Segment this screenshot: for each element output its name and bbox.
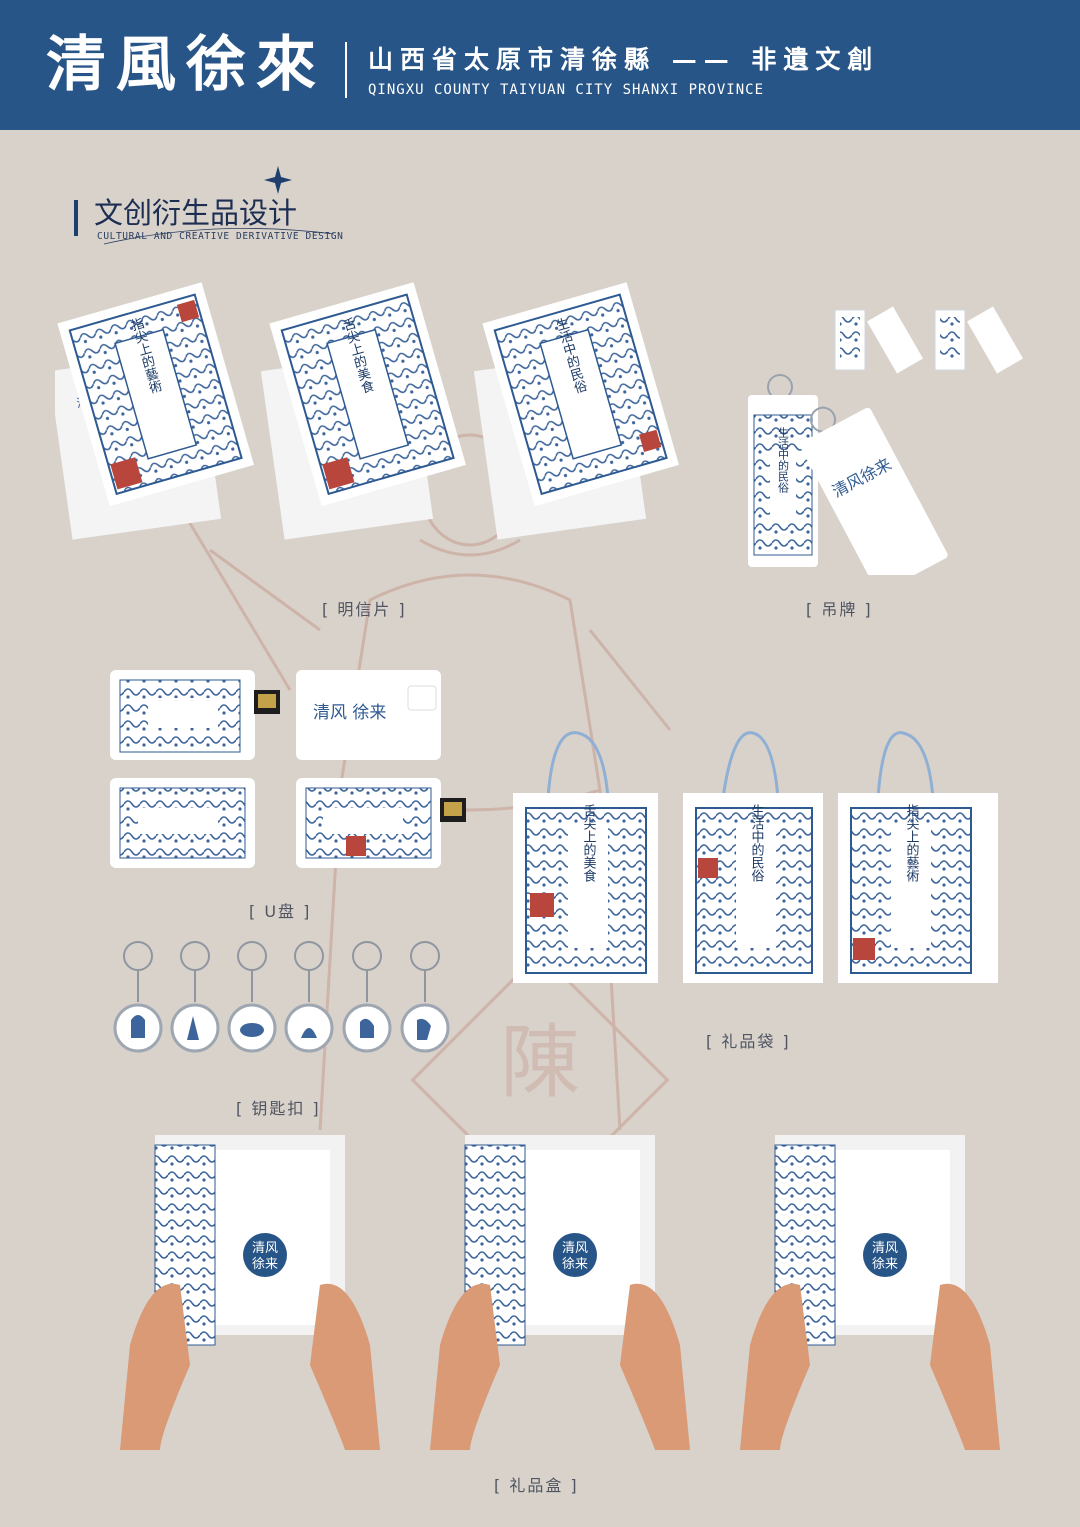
gift-box-2: 清风 徐来 bbox=[429, 1135, 691, 1450]
hang-tags-mockup: 生活中的民俗 清风徐来 bbox=[748, 306, 1023, 575]
gift-bag-2: 生活中的民俗 bbox=[683, 731, 823, 983]
box-seal-3-line2: 徐来 bbox=[872, 1257, 898, 1272]
gift-boxes-mockup: 清风 徐来 清风 徐来 清风 徐来 bbox=[120, 1135, 1001, 1450]
keychains-mockup bbox=[113, 941, 450, 1053]
caption-bags: [ 礼品袋 ] bbox=[706, 1032, 791, 1051]
svg-text:陳: 陳 bbox=[500, 1016, 580, 1109]
small-tags bbox=[834, 306, 1023, 374]
header-banner: 清風徐來 山西省太原市清徐縣 —— 非遺文創 QINGXU COUNTY TAI… bbox=[0, 0, 1080, 130]
header-subtitle-en: QINGXU COUNTY TAIYUAN CITY SHANXI PROVIN… bbox=[368, 82, 765, 98]
section-subtitle: CULTURAL AND CREATIVE DERIVATIVE DESIGN bbox=[97, 231, 344, 242]
postcard-set-3: 生活中的民俗 bbox=[473, 282, 679, 540]
bag-title-2: 生活中的民俗 bbox=[749, 804, 765, 882]
large-tag-logo: 清风徐来 bbox=[799, 406, 948, 575]
box-seal-1-line1: 清风 bbox=[252, 1241, 278, 1256]
usb-card-4 bbox=[296, 778, 466, 868]
caption-postcards: [ 明信片 ] bbox=[322, 600, 407, 619]
usb-card-1 bbox=[110, 670, 280, 760]
gift-bags-mockup: 舌尖上的美食 生活中的民俗 指尖上的藝術 bbox=[513, 731, 998, 983]
caption-usb: [ U盘 ] bbox=[249, 902, 312, 921]
background-figure-illustration: 陳 bbox=[170, 433, 672, 1190]
gift-box-3: 清风 徐来 bbox=[739, 1135, 1001, 1450]
gift-box-1: 清风 徐来 bbox=[120, 1135, 381, 1450]
box-seal-3-line1: 清风 bbox=[872, 1241, 898, 1256]
bag-title-1: 舌尖上的美食 bbox=[581, 804, 597, 882]
box-seal-1-line2: 徐来 bbox=[252, 1257, 278, 1272]
brand-title: 清風徐來 bbox=[46, 30, 326, 100]
caption-boxes: [ 礼品盒 ] bbox=[494, 1476, 579, 1495]
box-seal-2-line1: 清风 bbox=[562, 1241, 588, 1256]
postcard-set-2: 舌尖上的美食 bbox=[260, 282, 466, 540]
postcards-mockup: 清风徐来 指尖上的藝術 舌尖上的美食 生活中的民俗 bbox=[55, 282, 679, 540]
usb-logo-text: 清风 徐来 bbox=[313, 703, 386, 723]
section-title: 文创衍生品设计 bbox=[94, 196, 298, 230]
tag-series-title: 生活中的民俗 bbox=[777, 426, 790, 494]
usb-cards-mockup: 清风 徐来 bbox=[110, 670, 466, 868]
box-seal-2-line2: 徐来 bbox=[562, 1257, 588, 1272]
header-subtitle-cn: 山西省太原市清徐縣 —— 非遺文創 bbox=[368, 45, 880, 74]
gift-bag-1: 舌尖上的美食 bbox=[513, 731, 658, 983]
section-accent-bar bbox=[74, 200, 78, 236]
sparkle-icon bbox=[103, 166, 335, 245]
caption-keychains: [ 钥匙扣 ] bbox=[236, 1099, 321, 1118]
postcard-set-1: 清风徐来 指尖上的藝術 bbox=[55, 282, 254, 540]
large-tag-illustrated: 生活中的民俗 bbox=[748, 374, 818, 567]
header-divider bbox=[345, 42, 347, 98]
gift-bag-3: 指尖上的藝術 bbox=[838, 731, 998, 983]
usb-card-2: 清风 徐来 bbox=[296, 670, 441, 760]
caption-tags: [ 吊牌 ] bbox=[806, 600, 873, 619]
bag-title-3: 指尖上的藝術 bbox=[904, 804, 920, 883]
usb-card-3 bbox=[110, 778, 255, 868]
